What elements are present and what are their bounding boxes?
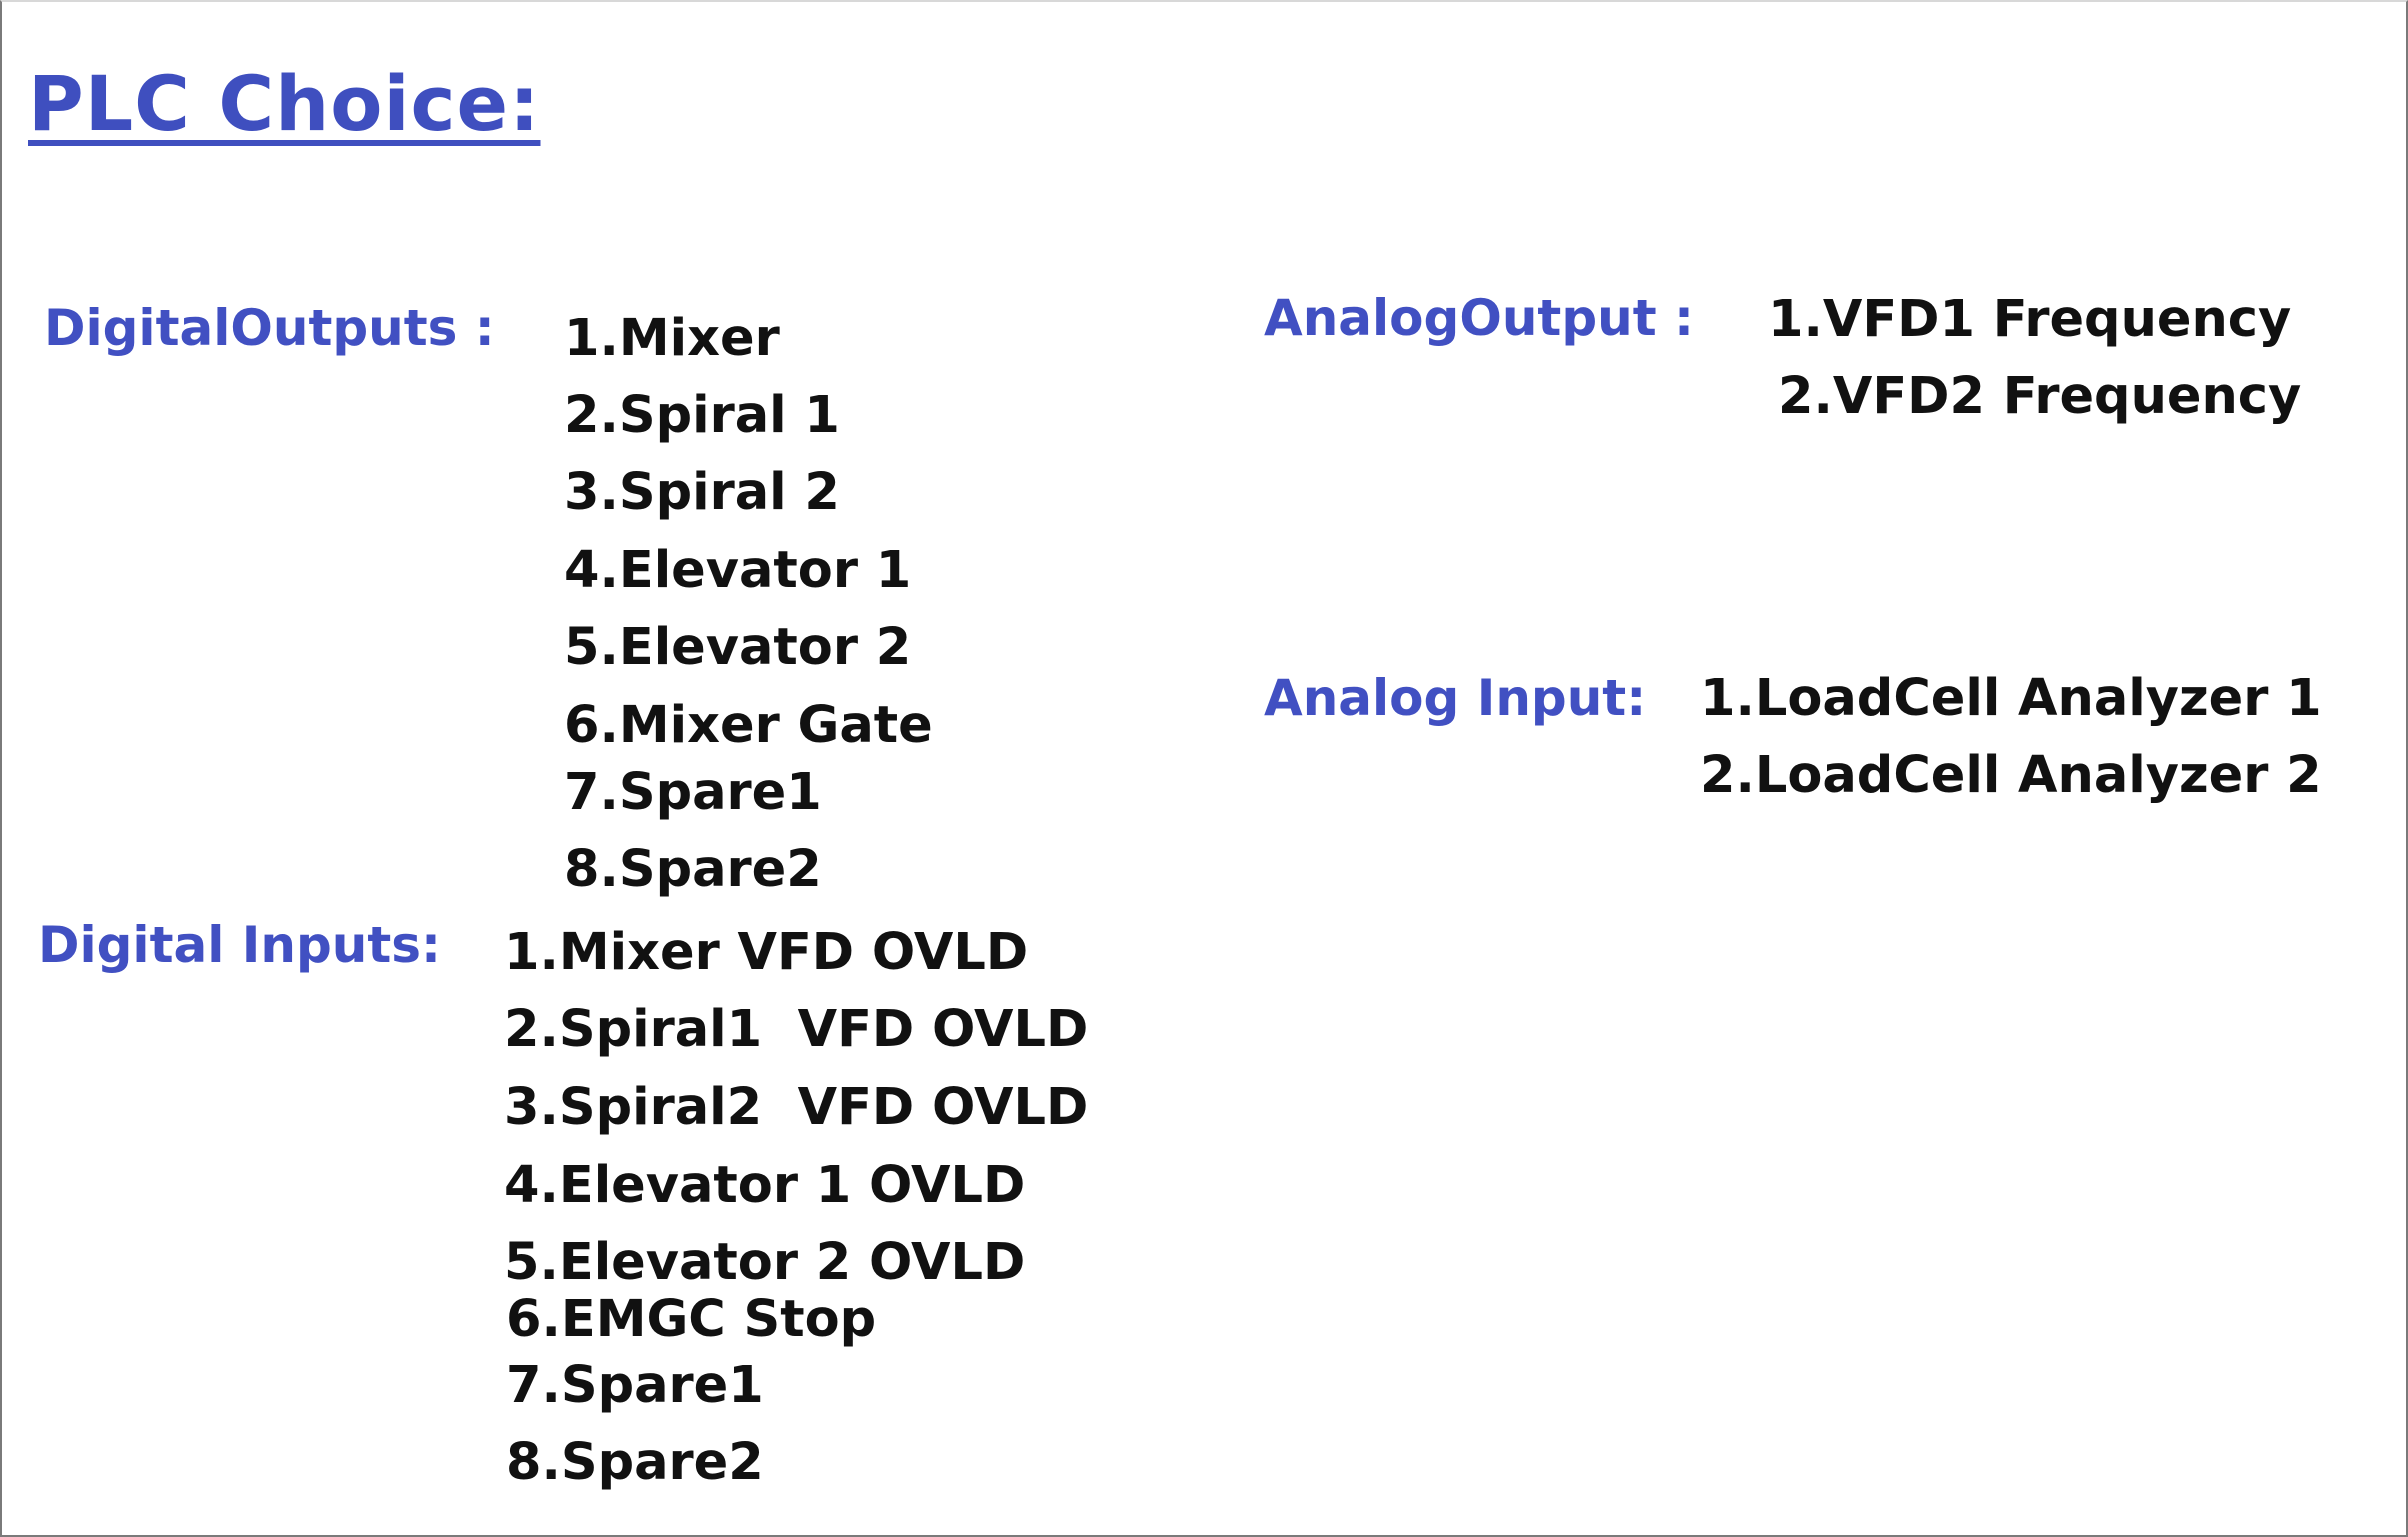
digital-output-item: 4.Elevator 1 bbox=[564, 541, 912, 600]
digital-input-item: 1.Mixer VFD OVLD bbox=[504, 923, 1029, 982]
digital-input-item: 2.Spiral1 VFD OVLD bbox=[504, 1000, 1089, 1059]
digital-input-item: 7.Spare1 bbox=[506, 1356, 764, 1415]
digital-output-item: 2.Spiral 1 bbox=[564, 386, 840, 445]
analog-output-item: 1.VFD1 Frequency bbox=[1768, 290, 2292, 349]
digital-output-item: 5.Elevator 2 bbox=[564, 618, 912, 677]
analog-input-item: 1.LoadCell Analyzer 1 bbox=[1700, 669, 2322, 728]
digital-output-item: 7.Spare1 bbox=[564, 763, 822, 822]
page-title: PLC Choice: bbox=[28, 59, 541, 148]
digital-output-item: 1.Mixer bbox=[564, 309, 780, 368]
analog-input-item: 2.LoadCell Analyzer 2 bbox=[1700, 746, 2322, 805]
digital-output-item: 8.Spare2 bbox=[564, 840, 822, 899]
digital-input-item: 6.EMGC Stop bbox=[506, 1290, 877, 1349]
digital-input-item: 3.Spiral2 VFD OVLD bbox=[504, 1078, 1089, 1137]
digital-inputs-label: Digital Inputs: bbox=[38, 916, 442, 974]
analog-output-item: 2.VFD2 Frequency bbox=[1778, 367, 2302, 426]
analog-input-label: Analog Input: bbox=[1264, 669, 1647, 727]
digital-input-item: 4.Elevator 1 OVLD bbox=[504, 1156, 1026, 1215]
digital-outputs-label: DigitalOutputs : bbox=[44, 299, 495, 357]
digital-output-item: 6.Mixer Gate bbox=[564, 696, 933, 755]
digital-input-item: 5.Elevator 2 OVLD bbox=[504, 1233, 1026, 1292]
digital-output-item: 3.Spiral 2 bbox=[564, 463, 840, 522]
analog-output-label: AnalogOutput : bbox=[1264, 289, 1695, 347]
digital-input-item: 8.Spare2 bbox=[506, 1433, 764, 1492]
